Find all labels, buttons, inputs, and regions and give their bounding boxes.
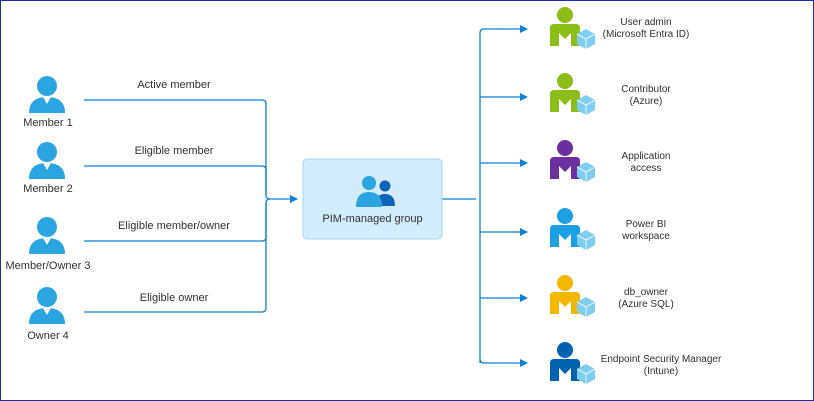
edge-label-eligible-member: Eligible member <box>134 145 214 157</box>
resource-icon-db-owner <box>550 275 596 317</box>
resource-icon-user-admin <box>550 7 596 49</box>
edge-label-eligible-owner: Eligible owner <box>139 292 209 304</box>
target-line1: Contributor <box>621 84 671 95</box>
person-icon-member-owner-3 <box>29 217 65 254</box>
member-2-label: Member 2 <box>23 183 73 195</box>
target-line2: access <box>630 163 662 174</box>
connector-outputs <box>442 25 528 367</box>
target-line1: db_owner <box>624 287 668 298</box>
target-endpoint-security-label: Endpoint Security Manager (Intune) <box>586 354 736 378</box>
owner-4-label: Owner 4 <box>27 330 69 342</box>
member-owner-3-label: Member/Owner 3 <box>5 260 91 272</box>
member-1-label: Member 1 <box>23 117 73 129</box>
target-db-owner-label: db_owner (Azure SQL) <box>586 287 706 311</box>
target-line2: (Microsoft Entra ID) <box>602 29 690 40</box>
target-line1: Application <box>621 151 671 162</box>
connector-member-2 <box>84 165 267 195</box>
person-icon-member-1 <box>29 76 65 113</box>
person-icon-member-2 <box>29 142 65 179</box>
target-application-access-label: Application access <box>586 151 706 175</box>
target-line1: User admin <box>620 17 672 28</box>
group-icon <box>356 176 395 207</box>
target-line2: (Azure SQL) <box>618 299 674 310</box>
target-power-bi-label: Power BI workspace <box>586 219 706 243</box>
connector-owner-4 <box>84 198 271 313</box>
resource-icon-application-access <box>550 140 596 182</box>
edge-label-active-member: Active member <box>137 79 211 91</box>
target-line2: (Intune) <box>643 366 679 377</box>
resource-icon-contributor <box>550 73 596 115</box>
target-line2: (Azure) <box>629 96 663 107</box>
target-line2: workspace <box>622 231 670 242</box>
target-user-admin-label: User admin (Microsoft Entra ID) <box>586 17 706 41</box>
target-line1: Endpoint Security Manager <box>600 354 722 365</box>
person-icon-owner-4 <box>29 287 65 324</box>
edge-label-eligible-member-owner: Eligible member/owner <box>118 220 230 232</box>
resource-icon-power-bi <box>550 208 596 250</box>
target-contributor-label: Contributor (Azure) <box>586 84 706 108</box>
resource-icon-endpoint-security <box>550 342 596 384</box>
group-label: PIM-managed group <box>322 213 423 225</box>
target-line1: Power BI <box>625 219 667 230</box>
